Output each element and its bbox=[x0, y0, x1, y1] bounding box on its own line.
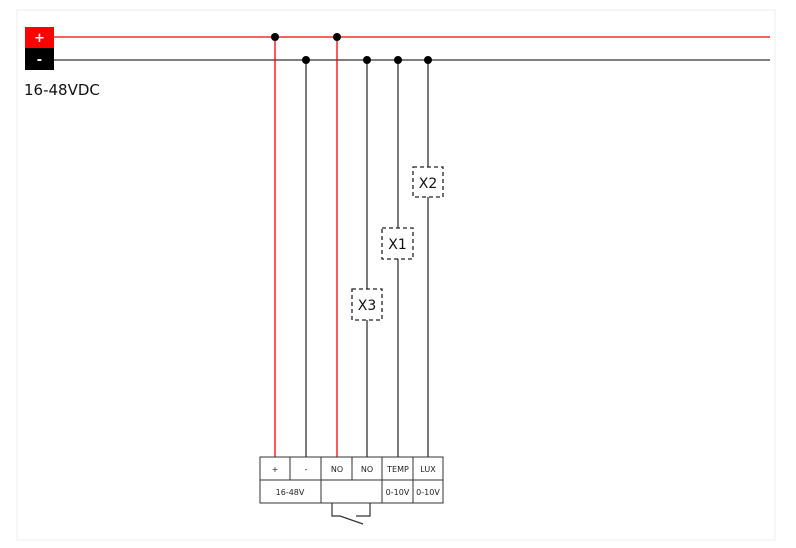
positive-label: + bbox=[34, 31, 45, 46]
voltage-label: 16-48VDC bbox=[24, 81, 100, 99]
terminal-label: TEMP bbox=[386, 465, 409, 474]
junction-dot bbox=[333, 33, 341, 41]
component-label: X2 bbox=[419, 176, 438, 192]
terminal-sublabel: 16-48V bbox=[276, 488, 305, 497]
junction-dot bbox=[394, 56, 402, 64]
relay-contact-symbol bbox=[356, 503, 371, 517]
terminal-sublabel: 0-10V bbox=[416, 488, 440, 497]
terminal-label: - bbox=[305, 465, 308, 474]
junction-dot bbox=[302, 56, 310, 64]
terminal-label: NO bbox=[361, 465, 373, 474]
component-label: X1 bbox=[388, 237, 407, 253]
component-x1: X1 bbox=[381, 227, 414, 260]
diagram-frame bbox=[16, 9, 776, 541]
junction-dot bbox=[271, 33, 279, 41]
negative-terminal-box bbox=[25, 48, 54, 70]
terminal-sublabel: 0-10V bbox=[386, 488, 410, 497]
terminal-block bbox=[259, 456, 444, 504]
junction-dot bbox=[424, 56, 432, 64]
relay-switch-symbol bbox=[331, 503, 364, 525]
component-label: X3 bbox=[358, 298, 377, 314]
component-x3: X3 bbox=[351, 288, 383, 321]
positive-terminal-box bbox=[25, 27, 54, 48]
terminal-label: + bbox=[272, 465, 279, 474]
terminal-label: LUX bbox=[420, 465, 436, 474]
junction-dot bbox=[363, 56, 371, 64]
component-x2: X2 bbox=[412, 166, 444, 198]
negative-label: - bbox=[37, 53, 42, 68]
terminal-label: NO bbox=[331, 465, 343, 474]
